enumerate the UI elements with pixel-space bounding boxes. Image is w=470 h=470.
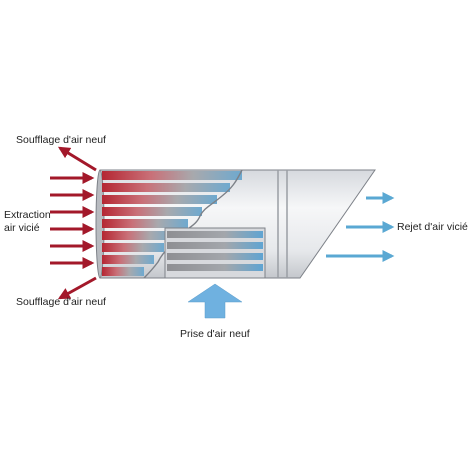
extraction-arrows — [50, 172, 95, 269]
label-extraction-line2: air vicié — [4, 222, 40, 234]
cutaway-edge — [143, 169, 243, 279]
label-supply-bottom: Soufflage d'air neuf — [16, 296, 106, 308]
plate-stack-inner — [164, 227, 266, 279]
label-exhaust: Rejet d'air vicié — [397, 221, 468, 233]
exhaust-arrows — [326, 192, 395, 262]
supply-arrow-bottom — [57, 276, 97, 300]
label-extraction-line1: Extraction — [4, 209, 51, 221]
intake-arrow — [187, 283, 243, 319]
supply-arrow-top — [57, 146, 97, 172]
plate-stack-left — [102, 171, 242, 276]
label-supply-top: Soufflage d'air neuf — [16, 134, 106, 146]
label-intake: Prise d'air neuf — [180, 328, 250, 340]
